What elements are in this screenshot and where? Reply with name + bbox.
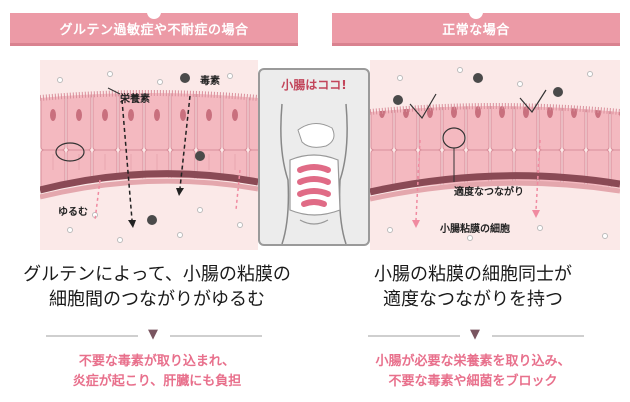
banner-gluten-label: グルテン過敏症や不耐症の場合 (59, 22, 249, 38)
divider-left-b (170, 335, 262, 337)
effect-gluten: 不要な毒素が取り込まれ、 炎症が起こり、肝臓にも負担 (0, 352, 314, 392)
banner-normal-label: 正常な場合 (442, 22, 510, 38)
pin-icon (469, 5, 483, 19)
label-nutrient: 栄養素 (120, 94, 150, 105)
result-normal: 小腸の粘膜の細胞同士が 適度なつながりを持つ (316, 262, 630, 312)
panel-gluten-illustration: 栄養素 毒素 ゆるむ (40, 60, 258, 250)
label-junction: 適度なつながり (454, 187, 524, 198)
result-gluten: グルテンによって、小腸の粘膜の 細胞間のつながりがゆるむ (0, 262, 314, 312)
effect-gluten-line1: 不要な毒素が取り込まれ、 (78, 354, 236, 369)
divider-left-a (46, 335, 138, 337)
effect-normal: 小腸が必要な栄養素を取り込み、 不要な毒素や細菌をブロック (316, 352, 630, 392)
small-intestine-location-box: 小腸はココ! (258, 68, 370, 246)
banner-normal: 正常な場合 (332, 5, 620, 46)
pin-icon (147, 5, 161, 19)
result-normal-line1: 小腸の粘膜の細胞同士が (374, 264, 572, 285)
divider-right-b (492, 335, 584, 337)
effect-normal-line1: 小腸が必要な栄養素を取り込み、 (375, 354, 571, 369)
label-loose: ゆるむ (58, 207, 88, 218)
banner-gluten: グルテン過敏症や不耐症の場合 (10, 5, 298, 46)
effect-normal-line2: 不要な毒素や細菌をブロック (388, 374, 558, 389)
result-gluten-line2: 細胞間のつながりがゆるむ (49, 289, 265, 310)
result-normal-line2: 適度なつながりを持つ (383, 289, 563, 310)
effect-gluten-line2: 炎症が起こり、肝臓にも負担 (72, 374, 242, 389)
down-arrow-icon: ▼ (470, 327, 480, 342)
result-gluten-line1: グルテンによって、小腸の粘膜の (23, 264, 291, 285)
label-mucosa-cells: 小腸粘膜の細胞 (440, 224, 510, 235)
divider-right-a (368, 335, 460, 337)
label-toxin: 毒素 (200, 76, 220, 87)
panel-normal-illustration: 適度なつながり 小腸粘膜の細胞 (370, 60, 620, 250)
center-title: 小腸はココ! (281, 78, 347, 92)
down-arrow-icon: ▼ (148, 327, 158, 342)
